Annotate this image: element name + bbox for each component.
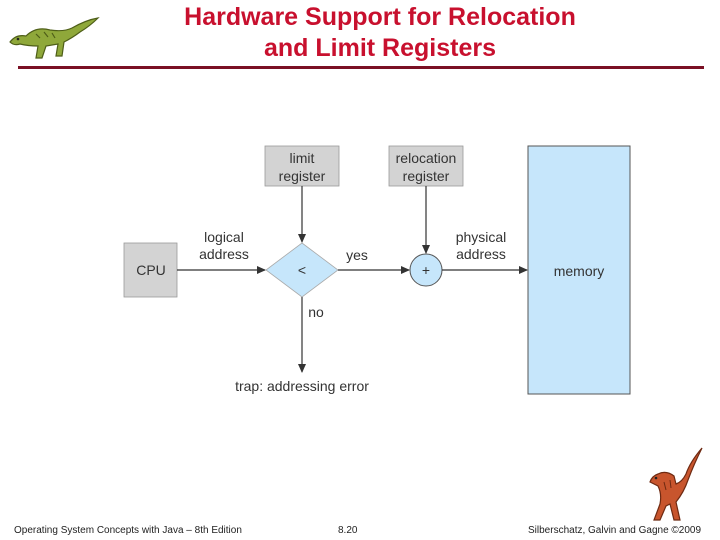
footer-book-title: Operating System Concepts with Java – 8t…: [14, 525, 242, 536]
relocation-register-label-1: relocation: [396, 150, 457, 166]
dinosaur-logo: [9, 17, 100, 59]
title-line-2: and Limit Registers: [264, 34, 496, 62]
adder-symbol: +: [422, 262, 430, 278]
title-line-1: Hardware Support for Relocation: [184, 3, 576, 31]
footer-copyright: Silberschatz, Galvin and Gagne ©2009: [528, 525, 702, 536]
physical-address-label-2: address: [456, 246, 506, 262]
dinosaur-mascot: [649, 447, 703, 521]
trap-label: trap: addressing error: [235, 378, 369, 394]
logical-address-label-2: address: [199, 246, 249, 262]
adder-circle: +: [409, 253, 443, 287]
limit-register-label-1: limit: [290, 150, 315, 166]
yes-label: yes: [346, 247, 368, 263]
comparison-symbol: <: [298, 262, 306, 278]
cpu-label: CPU: [136, 262, 166, 278]
footer-page-number: 8.20: [338, 525, 358, 536]
relocation-register-label-2: register: [403, 168, 450, 184]
slide-title: Hardware Support for Relocation and Limi…: [120, 2, 640, 64]
no-label: no: [308, 304, 324, 320]
physical-address-label-1: physical: [456, 229, 507, 245]
cpu-box: CPU: [123, 242, 178, 298]
limit-register-label-2: register: [279, 168, 326, 184]
memory-label: memory: [554, 263, 605, 279]
title-divider: [18, 66, 704, 69]
logical-address-label-1: logical: [204, 229, 244, 245]
memory-box: memory: [527, 145, 631, 395]
limit-register-box: limit register: [264, 145, 340, 187]
relocation-register-box: relocation register: [388, 145, 464, 187]
comparison-diamond: <: [265, 242, 339, 298]
